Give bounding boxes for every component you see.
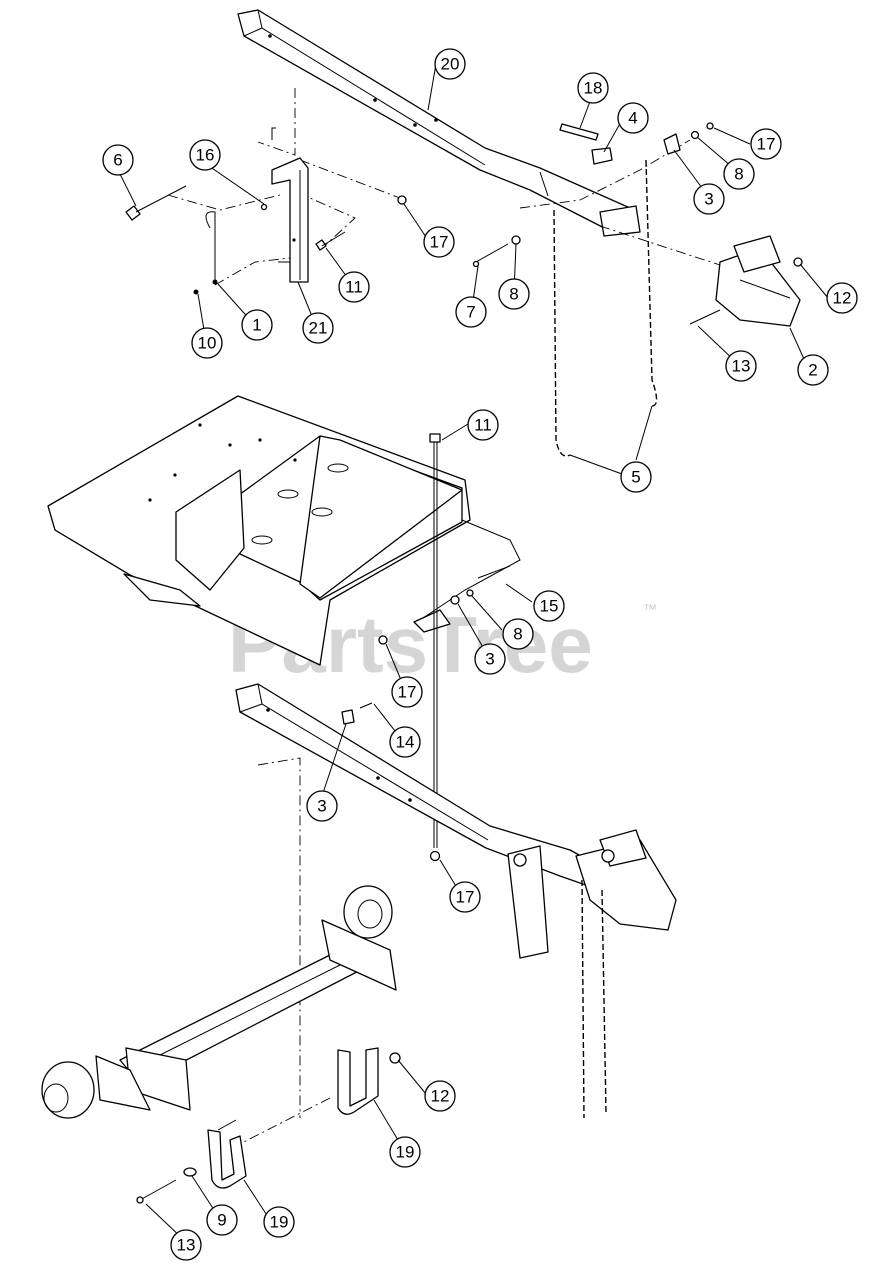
callout-19-upper: 19 (389, 1136, 421, 1168)
svg-text:8: 8 (509, 285, 518, 304)
bolt-6-part (125, 185, 187, 221)
svg-text:13: 13 (732, 357, 751, 376)
callout-13-top: 13 (725, 350, 757, 382)
svg-text:12: 12 (431, 1087, 450, 1106)
svg-text:12: 12 (833, 289, 852, 308)
svg-text:10: 10 (198, 334, 217, 353)
svg-text:11: 11 (345, 278, 363, 297)
callout-3-top: 3 (693, 183, 725, 215)
svg-text:9: 9 (217, 1211, 226, 1230)
svg-text:7: 7 (466, 303, 475, 322)
callout-16: 16 (189, 139, 221, 171)
u-bolt-19-upper-part (337, 1047, 379, 1115)
svg-text:16: 16 (196, 146, 215, 165)
bolt-13-lower-part (136, 1167, 197, 1204)
svg-text:8: 8 (513, 625, 522, 644)
callout-9: 9 (206, 1204, 238, 1236)
svg-text:4: 4 (628, 109, 637, 128)
svg-text:2: 2 (808, 361, 817, 380)
callout-17-low: 17 (449, 881, 481, 913)
callout-8-top: 8 (723, 158, 755, 190)
callout-8-mid: 8 (498, 278, 530, 310)
callout-1: 1 (241, 309, 273, 341)
assembly-guides-bottom (257, 757, 301, 1118)
bolt-7-part (472, 235, 521, 268)
callout-19-lower: 19 (263, 1206, 295, 1238)
lower-tongue-part (235, 683, 611, 959)
svg-text:14: 14 (396, 733, 415, 752)
callout-17-deck: 17 (391, 676, 423, 708)
bolt-11-top-part (315, 231, 346, 251)
callout-15: 15 (533, 590, 565, 622)
callout-7: 7 (455, 296, 487, 328)
callout-20-top: 20 (434, 48, 466, 80)
svg-text:15: 15 (540, 597, 559, 616)
svg-text:19: 19 (396, 1143, 415, 1162)
svg-text:3: 3 (317, 797, 326, 816)
svg-text:18: 18 (584, 79, 603, 98)
callout-12-top: 12 (826, 282, 858, 314)
callout-3-mid: 3 (474, 643, 506, 675)
key-18-part (559, 123, 599, 141)
svg-text:13: 13 (177, 1236, 196, 1255)
lower-chains-part (581, 879, 607, 1119)
nut-17-part (397, 195, 407, 205)
callout-13-bottom: 13 (170, 1229, 202, 1261)
svg-text:8: 8 (734, 165, 743, 184)
callout-8-low: 8 (502, 618, 534, 650)
svg-text:17: 17 (430, 233, 449, 252)
trailer-deck-part (47, 395, 521, 666)
svg-text:1: 1 (252, 316, 261, 335)
callout-2: 2 (797, 354, 829, 386)
bolt-11-long-part (429, 433, 441, 862)
axle-assembly-part (41, 885, 397, 1119)
callout-17-top-right: 17 (750, 128, 782, 160)
callout-3-low: 3 (306, 790, 338, 822)
callout-5: 5 (620, 461, 652, 493)
callout-11-mid: 11 (467, 409, 499, 441)
svg-text:3: 3 (485, 650, 494, 669)
nut-16-part (260, 203, 268, 211)
lower-coupler-part (575, 829, 677, 931)
svg-text:20: 20 (441, 55, 460, 74)
jack-stand-part (271, 157, 309, 283)
clip-3-part (663, 133, 681, 155)
u-bolt-19-lower-part (207, 1129, 247, 1189)
safety-chains-part (553, 159, 658, 457)
callout-10: 10 (191, 327, 223, 359)
svg-text:17: 17 (398, 683, 417, 702)
svg-text:6: 6 (113, 151, 122, 170)
callout-21: 21 (302, 312, 334, 344)
hitch-pin-part (205, 211, 218, 285)
callout-11-top: 11 (338, 271, 370, 303)
callout-12-low: 12 (424, 1080, 456, 1112)
svg-text:5: 5 (631, 468, 640, 487)
svg-text:21: 21 (309, 319, 328, 338)
callout-14: 14 (389, 726, 421, 758)
callout-18: 18 (577, 72, 609, 104)
svg-text:17: 17 (456, 888, 475, 907)
assembly-guides-top (167, 88, 721, 286)
callout-4: 4 (617, 102, 649, 134)
upper-tongue-part (237, 9, 641, 237)
callout-6: 6 (102, 144, 134, 176)
svg-text:19: 19 (270, 1213, 289, 1232)
callout-17-mid: 17 (423, 226, 455, 258)
svg-text:11: 11 (474, 416, 492, 435)
coupler-part (689, 235, 803, 327)
plate-4-part (591, 147, 613, 165)
svg-text:3: 3 (704, 190, 713, 209)
svg-text:17: 17 (757, 135, 776, 154)
watermark-trademark: ™ (643, 601, 657, 617)
